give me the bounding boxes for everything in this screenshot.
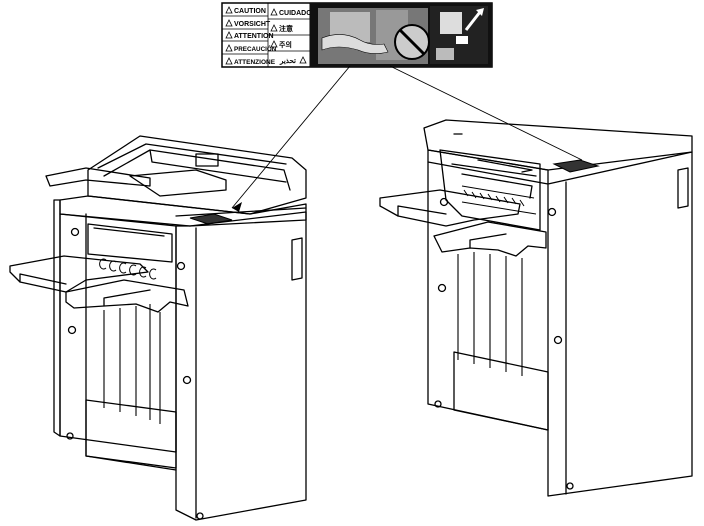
knob-icon: [70, 227, 80, 237]
warning-text: ATTENZIONE: [234, 59, 276, 66]
warning-triangle-icon: [225, 6, 307, 65]
knob-icon: [176, 261, 186, 271]
top-cover-latch-icon: [552, 159, 600, 173]
arrow-head-icon: [232, 202, 242, 212]
knob-icon: [439, 197, 449, 207]
knob-icon: [553, 335, 563, 345]
warning-text: 주의: [279, 40, 292, 49]
caution-label: CAUTION VORSICHT ATTENTION PRECAUCIÓN AT…: [221, 2, 493, 68]
warning-text: PRECAUCIÓN: [234, 44, 277, 53]
finisher-unit-right: [379, 119, 693, 497]
knob-icon: [182, 375, 192, 385]
warning-text: VORSICHT: [234, 21, 271, 28]
warning-text: CAUTION: [234, 8, 266, 15]
warning-text: CUIDADO: [279, 10, 312, 17]
warning-text: 注意: [279, 24, 293, 33]
warning-text: تحذير: [279, 58, 296, 65]
knob-icon: [437, 283, 447, 293]
knob-icon: [67, 325, 77, 335]
warning-text: ATTENTION: [234, 33, 274, 40]
leader-lines: [231, 65, 583, 212]
finisher-unit-left: [9, 135, 307, 521]
knob-icon: [547, 207, 557, 217]
hand-caught-pictogram: [310, 3, 492, 67]
top-cover-latch-icon: [189, 213, 233, 225]
roller-assembly-icon: [461, 185, 537, 215]
staple-unit-icon: [99, 258, 157, 280]
